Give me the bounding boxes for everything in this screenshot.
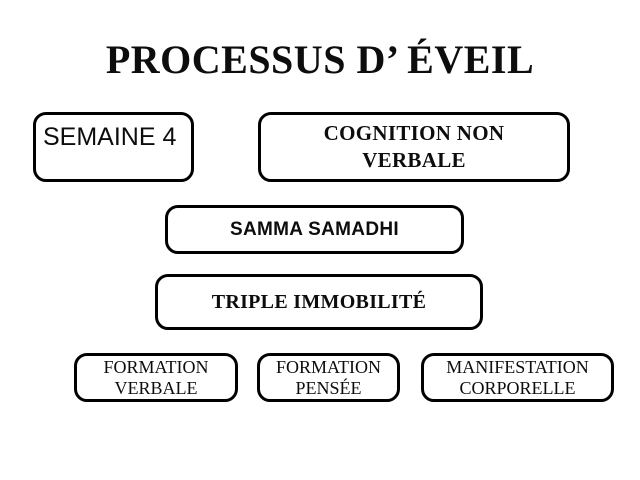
node-samma-samadhi[interactable]: SAMMA SAMADHI xyxy=(165,205,464,254)
node-triple-immobilite-label: TRIPLE IMMOBILITÉ xyxy=(211,291,427,313)
node-manifestation-corporelle-label: MANIFESTATION CORPORELLE xyxy=(446,356,589,398)
node-samma-samadhi-label: SAMMA SAMADHI xyxy=(230,218,399,240)
page-title: PROCESSUS D’ ÉVEIL xyxy=(105,37,535,82)
node-cognition-non-verbale-label: COGNITION NON VERBALE xyxy=(323,121,505,172)
node-formation-verbale[interactable]: FORMATION VERBALE xyxy=(74,353,238,402)
node-cognition-non-verbale[interactable]: COGNITION NON VERBALE xyxy=(258,112,570,182)
node-manifestation-corporelle[interactable]: MANIFESTATION CORPORELLE xyxy=(421,353,614,402)
node-semaine-label: SEMAINE 4 xyxy=(43,123,177,151)
node-semaine[interactable]: SEMAINE 4 xyxy=(33,112,194,182)
node-formation-pensee-label: FORMATION PENSÉE xyxy=(275,356,381,398)
node-formation-verbale-label: FORMATION VERBALE xyxy=(103,356,209,398)
node-formation-pensee[interactable]: FORMATION PENSÉE xyxy=(257,353,400,402)
node-triple-immobilite[interactable]: TRIPLE IMMOBILITÉ xyxy=(155,274,483,330)
